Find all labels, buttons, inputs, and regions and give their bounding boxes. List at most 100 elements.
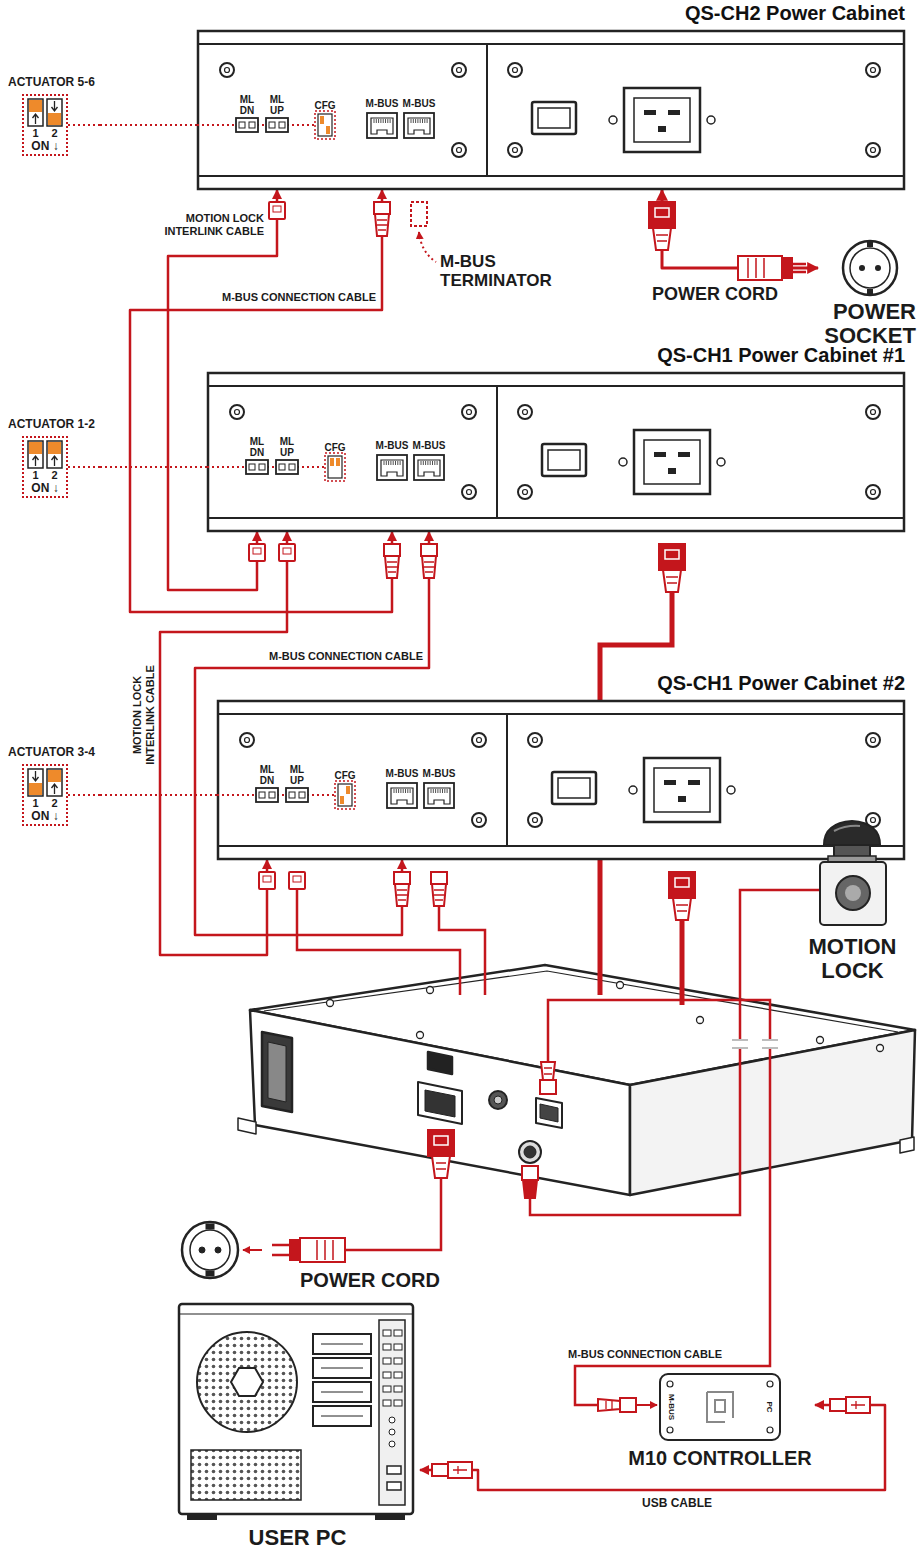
switch-on-label: ON ↓ bbox=[24, 809, 66, 823]
port-label-holder: M-BUS bbox=[374, 440, 410, 452]
screw bbox=[871, 818, 876, 823]
drawing-part bbox=[411, 202, 427, 226]
drawing-part bbox=[394, 1330, 402, 1336]
switch-title: ACTUATOR 5-6 bbox=[8, 74, 95, 90]
drawing-part bbox=[389, 1429, 395, 1435]
controller-label-holder: M10 CONTROLLER bbox=[625, 1446, 815, 1470]
drawing-part bbox=[198, 44, 904, 176]
cable-label: MOTION LOCK INTERLINK CABLE bbox=[131, 660, 157, 770]
screw bbox=[457, 148, 462, 153]
drawing-part bbox=[218, 714, 904, 846]
drawing-part bbox=[394, 872, 410, 884]
pc-label: USER PC bbox=[175, 1525, 420, 1551]
cabinet-title-holder: QS-CH1 Power Cabinet #1 bbox=[657, 343, 905, 367]
drawing-part bbox=[321, 1368, 363, 1369]
drawing-part bbox=[269, 122, 275, 128]
drawing-part bbox=[673, 898, 691, 920]
screw bbox=[235, 410, 240, 415]
switch-number-holder: 2 bbox=[47, 469, 62, 481]
drawing-part bbox=[834, 845, 870, 857]
drawing-part bbox=[259, 464, 265, 470]
screw bbox=[508, 63, 522, 77]
plug bbox=[411, 202, 427, 226]
power-cabinet: QS-CH1 Power Cabinet #1ML DNML UPCFGM-BU… bbox=[207, 372, 905, 532]
port-label-holder: M-BUS bbox=[421, 768, 457, 780]
drawing-part bbox=[558, 778, 590, 798]
screw bbox=[220, 63, 234, 77]
screw bbox=[871, 410, 876, 415]
drawing-part bbox=[421, 544, 437, 556]
drawing-part bbox=[299, 792, 305, 798]
port-label: M-BUS bbox=[421, 768, 457, 780]
drive-bay bbox=[313, 1358, 371, 1378]
switch-lever bbox=[29, 100, 42, 112]
controller-label: M10 CONTROLLER bbox=[625, 1446, 815, 1470]
drawing-part bbox=[47, 99, 62, 126]
ml-port bbox=[286, 788, 308, 802]
screw bbox=[866, 143, 880, 157]
drawing-part bbox=[717, 458, 725, 466]
cable-label: POWER CORD bbox=[650, 284, 780, 304]
power-inlet bbox=[634, 430, 710, 494]
switch-lever bbox=[48, 442, 61, 454]
screw bbox=[871, 68, 876, 73]
plug bbox=[374, 202, 390, 236]
drawing-part bbox=[850, 248, 890, 288]
vent bbox=[191, 1450, 301, 1500]
cable-label-holder: USB CABLE bbox=[640, 1496, 714, 1510]
screw bbox=[240, 733, 254, 747]
switch-lever bbox=[48, 113, 61, 125]
screw bbox=[513, 68, 518, 73]
drawing-part bbox=[383, 1372, 391, 1378]
drawing-part bbox=[649, 202, 675, 228]
drawing-part bbox=[675, 878, 689, 887]
drawing-part bbox=[664, 780, 700, 802]
screw bbox=[518, 485, 532, 499]
logo bbox=[707, 1392, 733, 1422]
drawing-part bbox=[346, 786, 350, 794]
pc-tower bbox=[175, 1300, 420, 1522]
screw bbox=[457, 68, 462, 73]
drawing-part bbox=[669, 872, 695, 898]
drawing-part bbox=[371, 118, 393, 134]
drawing-part bbox=[179, 1304, 413, 1514]
switch-arrow bbox=[52, 456, 58, 466]
drawing-part bbox=[666, 577, 678, 583]
drawing-part bbox=[667, 1381, 673, 1387]
pc-label-holder: USER PC bbox=[175, 1525, 420, 1551]
drawing-part bbox=[259, 792, 265, 798]
drawing-part bbox=[653, 228, 671, 250]
dotted-leader bbox=[100, 466, 207, 468]
switch-number-holder: 2 bbox=[47, 127, 62, 139]
switch-on-label: ON ↓ bbox=[24, 481, 66, 495]
drawing-part bbox=[408, 118, 430, 134]
drawing-part bbox=[253, 548, 261, 554]
cable-label-holder: MOTION LOCK INTERLINK CABLE bbox=[131, 660, 157, 770]
port-label: M-BUS bbox=[401, 98, 437, 110]
ml-port bbox=[236, 118, 258, 132]
drawing-part bbox=[634, 98, 690, 142]
actuator-switch: ACTUATOR 5-612ON ↓ bbox=[8, 74, 100, 158]
screw bbox=[477, 818, 482, 823]
drawing-part bbox=[239, 122, 245, 128]
switch-title: ACTUATOR 3-4 bbox=[8, 744, 95, 760]
power-cabinet: QS-CH1 Power Cabinet #2ML DNML UPCFGM-BU… bbox=[217, 700, 905, 860]
drawing-part bbox=[273, 206, 281, 212]
drawing-part bbox=[179, 1313, 413, 1314]
screw bbox=[467, 490, 472, 495]
port-label: ML UP bbox=[285, 764, 309, 786]
user-pc: USER PC bbox=[175, 1300, 420, 1557]
drawing-part bbox=[834, 826, 860, 831]
plug bbox=[394, 872, 410, 906]
screw bbox=[513, 148, 518, 153]
drawing-part bbox=[218, 701, 904, 859]
rj45-port bbox=[424, 783, 454, 808]
drawing-part bbox=[431, 872, 447, 884]
drawing-part bbox=[859, 265, 865, 271]
drawing-part bbox=[389, 1441, 395, 1447]
rj45-port bbox=[387, 783, 417, 808]
cable-label-holder: M-BUS CONNECTION CABLE bbox=[568, 1348, 722, 1361]
drawing-part bbox=[279, 544, 295, 561]
drawing-part bbox=[68, 124, 100, 126]
port-label-holder: ML UP bbox=[265, 94, 289, 116]
